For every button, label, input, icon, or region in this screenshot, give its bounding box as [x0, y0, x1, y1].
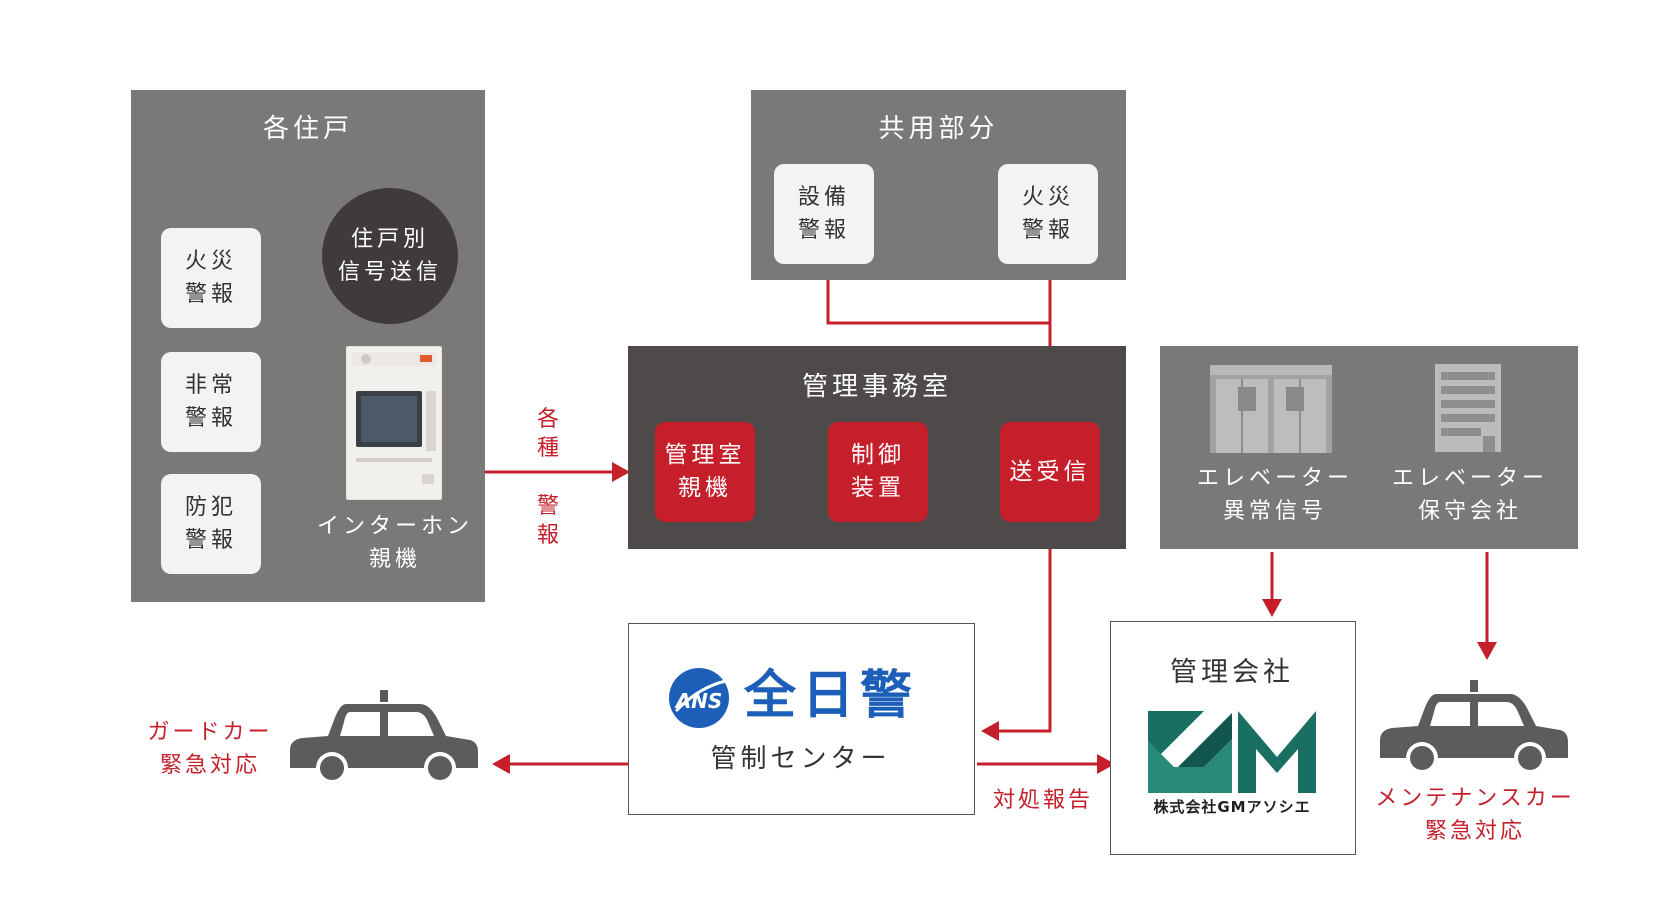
guard-car-label: ガードカー 緊急対応 [147, 720, 273, 778]
ans-logo-text: 全日警 [744, 666, 919, 726]
various-alarms-label: 各 種 警 報 [536, 407, 559, 548]
fire-alarm-box: 火災 警報 [161, 228, 261, 328]
arrow-transceiver-to-center [985, 520, 1052, 733]
elevator-icon [1210, 365, 1332, 453]
emergency-alarm-box: 非常 警報 [161, 352, 261, 452]
management-office-title: 管理事務室 [801, 372, 952, 402]
elevator-signal-label: エレベーター 異常信号 [1196, 466, 1353, 524]
management-company-title: 管理会社 [1170, 657, 1294, 688]
maintenance-car-label: メンテナンスカー 緊急対応 [1375, 786, 1575, 844]
report-label: 対処報告 [992, 788, 1093, 813]
intercom-label: インターホン 親機 [316, 514, 473, 572]
common-fire-alarm-box: 火災 警報 [998, 164, 1098, 264]
office-master-unit-box: 管理室 親機 [655, 422, 755, 522]
ans-logo-icon: ANS [669, 668, 729, 728]
residence-title: 各住戸 [262, 114, 353, 144]
crime-alarm-box: 防犯 警報 [161, 474, 261, 574]
gm-logo-caption: 株式会社GMアソシエ [1153, 798, 1311, 816]
line-equipment-alarm [826, 262, 1050, 325]
elevator-company-label: エレベーター 保守会社 [1391, 466, 1548, 524]
intercom-device-icon [346, 346, 442, 500]
building-icon [1435, 364, 1501, 452]
control-center-label: 管制センター [710, 744, 891, 774]
common-area-title: 共用部分 [878, 114, 999, 144]
guard-car-icon [290, 690, 478, 782]
gm-logo-icon: GM [1148, 711, 1316, 793]
maintenance-car-icon [1380, 680, 1568, 772]
ans-logo-mark: ANS [674, 689, 723, 713]
equipment-alarm-box: 設備 警報 [774, 164, 874, 264]
transceiver-box: 送受信 [1000, 422, 1100, 522]
control-unit-box: 制御 装置 [828, 422, 928, 522]
gm-logo-mark: GM [1232, 770, 1236, 772]
signal-badge: 住戸別 信号送信 [322, 188, 458, 324]
